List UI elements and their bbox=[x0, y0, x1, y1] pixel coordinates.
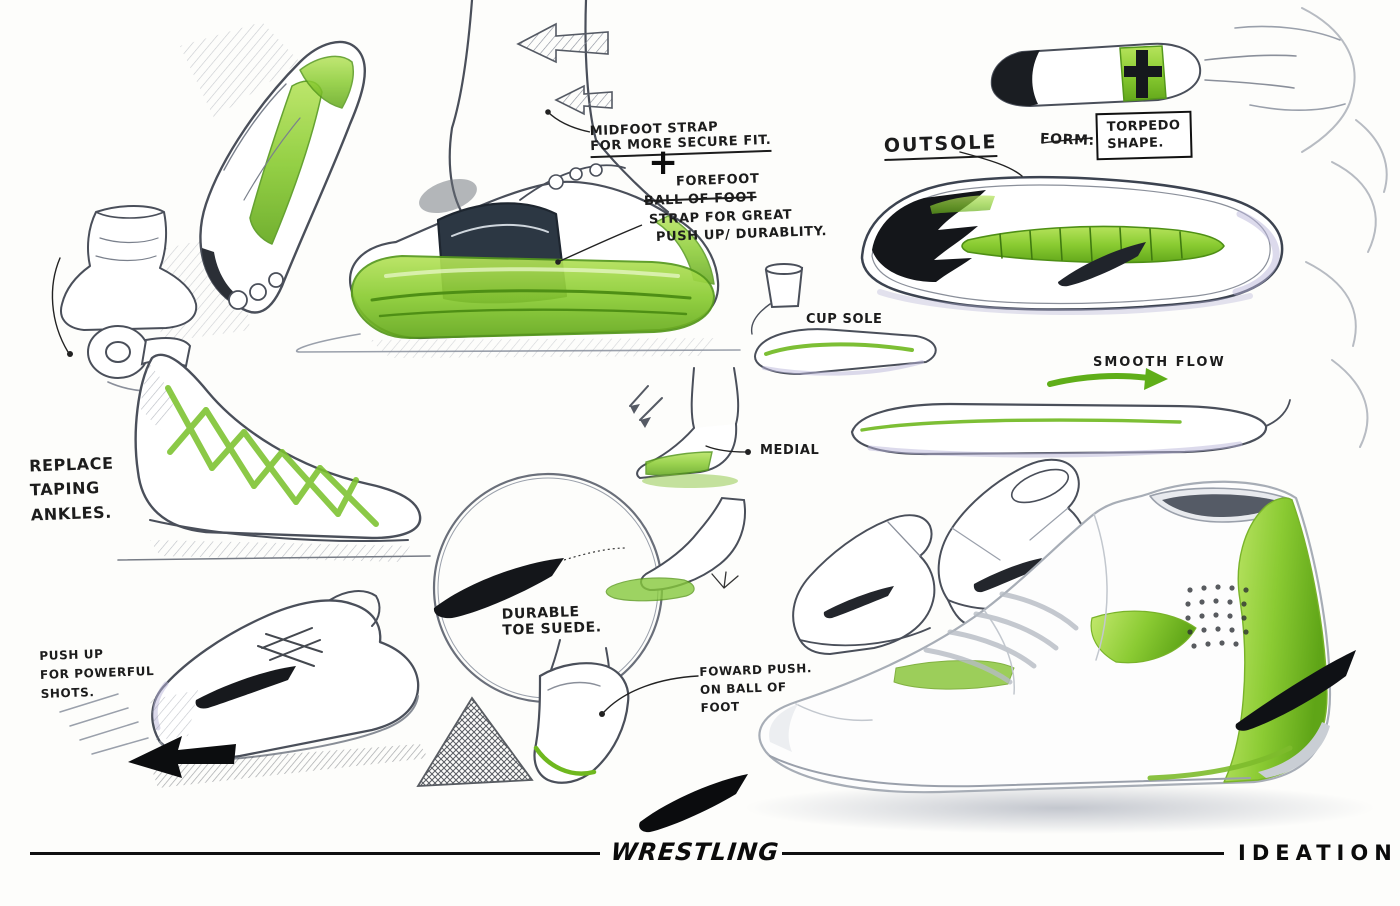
strap-arrow-icons bbox=[516, 22, 613, 116]
sketch-heel-cone bbox=[416, 639, 699, 787]
swoosh-on-lowtop bbox=[195, 666, 296, 709]
note-medial: MEDIAL bbox=[760, 443, 820, 458]
smooth-flow-arrow-icon bbox=[1047, 368, 1168, 390]
note-cup-sole: CUP SOLE bbox=[806, 312, 883, 327]
note-pushup-line2: FOR POWERFUL bbox=[39, 663, 155, 682]
footer-rule-left bbox=[30, 852, 600, 855]
swoosh-on-outsole bbox=[1058, 242, 1146, 287]
flow-waves bbox=[1301, 7, 1388, 448]
torpedo-shape-box: TORPEDO SHAPE. bbox=[1095, 110, 1193, 161]
nike-swoosh-logo bbox=[639, 774, 748, 833]
note-midfoot-strap: MIDFOOT STRAP FOR MORE SECURE FIT. bbox=[589, 119, 772, 159]
note-replace-line3: ANKLES. bbox=[30, 502, 113, 525]
swoosh-on-render bbox=[1235, 650, 1356, 731]
note-forward-push: FOWARD PUSH. ON BALL OF FOOT bbox=[699, 661, 813, 715]
note-push-up-shots: PUSH UP FOR POWERFUL SHOTS. bbox=[39, 646, 155, 701]
sketch-outsole-bottom bbox=[860, 137, 1284, 315]
sketch-torpedo-toe bbox=[990, 25, 1346, 111]
render-final-shoe bbox=[745, 480, 1375, 834]
plus-icon: + bbox=[648, 142, 679, 183]
sketch-concept-shoe-1 bbox=[792, 514, 936, 655]
note-replace-taping: REPLACE TAPING ANKLES. bbox=[28, 453, 116, 525]
sketch-shoe-with-foot bbox=[295, 0, 741, 358]
note-smooth-flow: SMOOTH FLOW bbox=[1093, 355, 1226, 370]
swoosh-on-concept-1 bbox=[823, 586, 894, 619]
direction-arrow bbox=[128, 736, 236, 778]
sketch-medial-foot bbox=[629, 367, 751, 488]
wrestling-wordmark: WRESTLING bbox=[609, 838, 781, 866]
footer-rule-right bbox=[782, 852, 1224, 855]
note-form-label: FORM: bbox=[1039, 131, 1096, 149]
sketch-ankle-bootie bbox=[51, 205, 198, 357]
note-forward-line2: ON BALL OF bbox=[699, 679, 787, 697]
note-replace-line1: REPLACE bbox=[28, 453, 114, 476]
sketch-lowtop-shoe bbox=[59, 590, 428, 788]
sketch-cup-sole bbox=[750, 263, 937, 376]
sketch-smooth-flow-sole bbox=[850, 368, 1291, 458]
note-forward-line1: FOWARD PUSH. bbox=[699, 661, 813, 679]
sketch-push-foot bbox=[605, 496, 746, 602]
note-pushup-line1: PUSH UP bbox=[39, 646, 104, 664]
ideation-label: IDEATION bbox=[1238, 841, 1398, 865]
note-outsole-label: OUTSOLE bbox=[884, 131, 998, 161]
note-forefoot-label: FOREFOOT bbox=[675, 171, 760, 190]
sketch-taped-shoe bbox=[117, 353, 431, 562]
nike-swoosh-icon bbox=[433, 558, 564, 619]
torpedo-line1: TORPEDO bbox=[1106, 118, 1181, 135]
leader-lines-top bbox=[545, 109, 643, 265]
swoosh-on-concept-2 bbox=[973, 558, 1042, 593]
torpedo-line2: SHAPE. bbox=[1107, 135, 1165, 152]
note-replace-line2: TAPING bbox=[29, 478, 101, 500]
note-durable-toe: DURABLE TOE SUEDE. bbox=[501, 603, 601, 639]
